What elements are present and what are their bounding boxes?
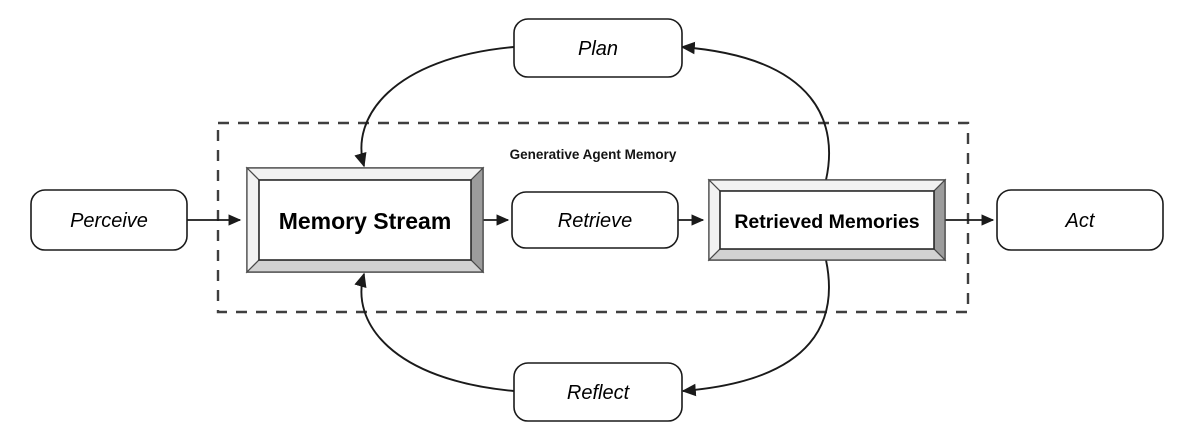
edge-retrieved-memories-to-reflect <box>681 259 830 397</box>
node-retrieved-memories-bevel-right <box>933 178 946 262</box>
node-retrieve[interactable]: Retrieve <box>511 191 679 249</box>
node-memory-stream[interactable]: Memory Stream <box>245 166 485 274</box>
node-memory-stream-bevel-left <box>246 166 260 274</box>
edge-retrieved-memories-to-plan <box>680 41 831 181</box>
node-retrieved-memories-bevel-bottom <box>707 248 947 261</box>
node-retrieved-memories-label: Retrieved Memories <box>734 211 919 233</box>
node-reflect-shape <box>513 362 683 422</box>
node-act-label: Act <box>1065 210 1096 232</box>
node-perceive[interactable]: Perceive <box>30 189 188 251</box>
node-reflect[interactable]: Reflect <box>513 362 683 422</box>
node-retrieve-label: Retrieve <box>558 210 632 232</box>
node-act[interactable]: Act <box>996 189 1164 251</box>
node-plan-shape <box>513 18 683 78</box>
boundary-caption: Generative Agent Memory <box>510 147 677 162</box>
node-perceive-label: Perceive <box>70 210 148 232</box>
node-reflect-label: Reflect <box>567 382 631 404</box>
node-plan[interactable]: Plan <box>513 18 683 78</box>
edge-reflect-to-memory-stream <box>354 272 515 392</box>
node-act-shape <box>996 189 1164 251</box>
node-memory-stream-bevel-bottom <box>245 259 485 273</box>
generative-agent-memory-boundary <box>216 121 970 314</box>
node-memory-stream-label: Memory Stream <box>279 208 452 234</box>
node-retrieved-memories-bevel-top <box>707 179 947 192</box>
node-plan-label: Plan <box>578 38 618 60</box>
edge-plan-to-memory-stream <box>354 46 515 168</box>
node-memory-stream-bevel-right <box>470 166 484 274</box>
node-retrieved-memories-inner-panel <box>719 190 935 250</box>
node-memory-stream-inner-panel <box>258 179 472 261</box>
node-memory-stream-bevel-top <box>245 167 485 181</box>
node-retrieved-memories[interactable]: Retrieved Memories <box>707 178 947 262</box>
node-perceive-shape <box>30 189 188 251</box>
node-retrieved-memories-bevel-left <box>708 178 721 262</box>
node-retrieve-shape <box>511 191 679 249</box>
